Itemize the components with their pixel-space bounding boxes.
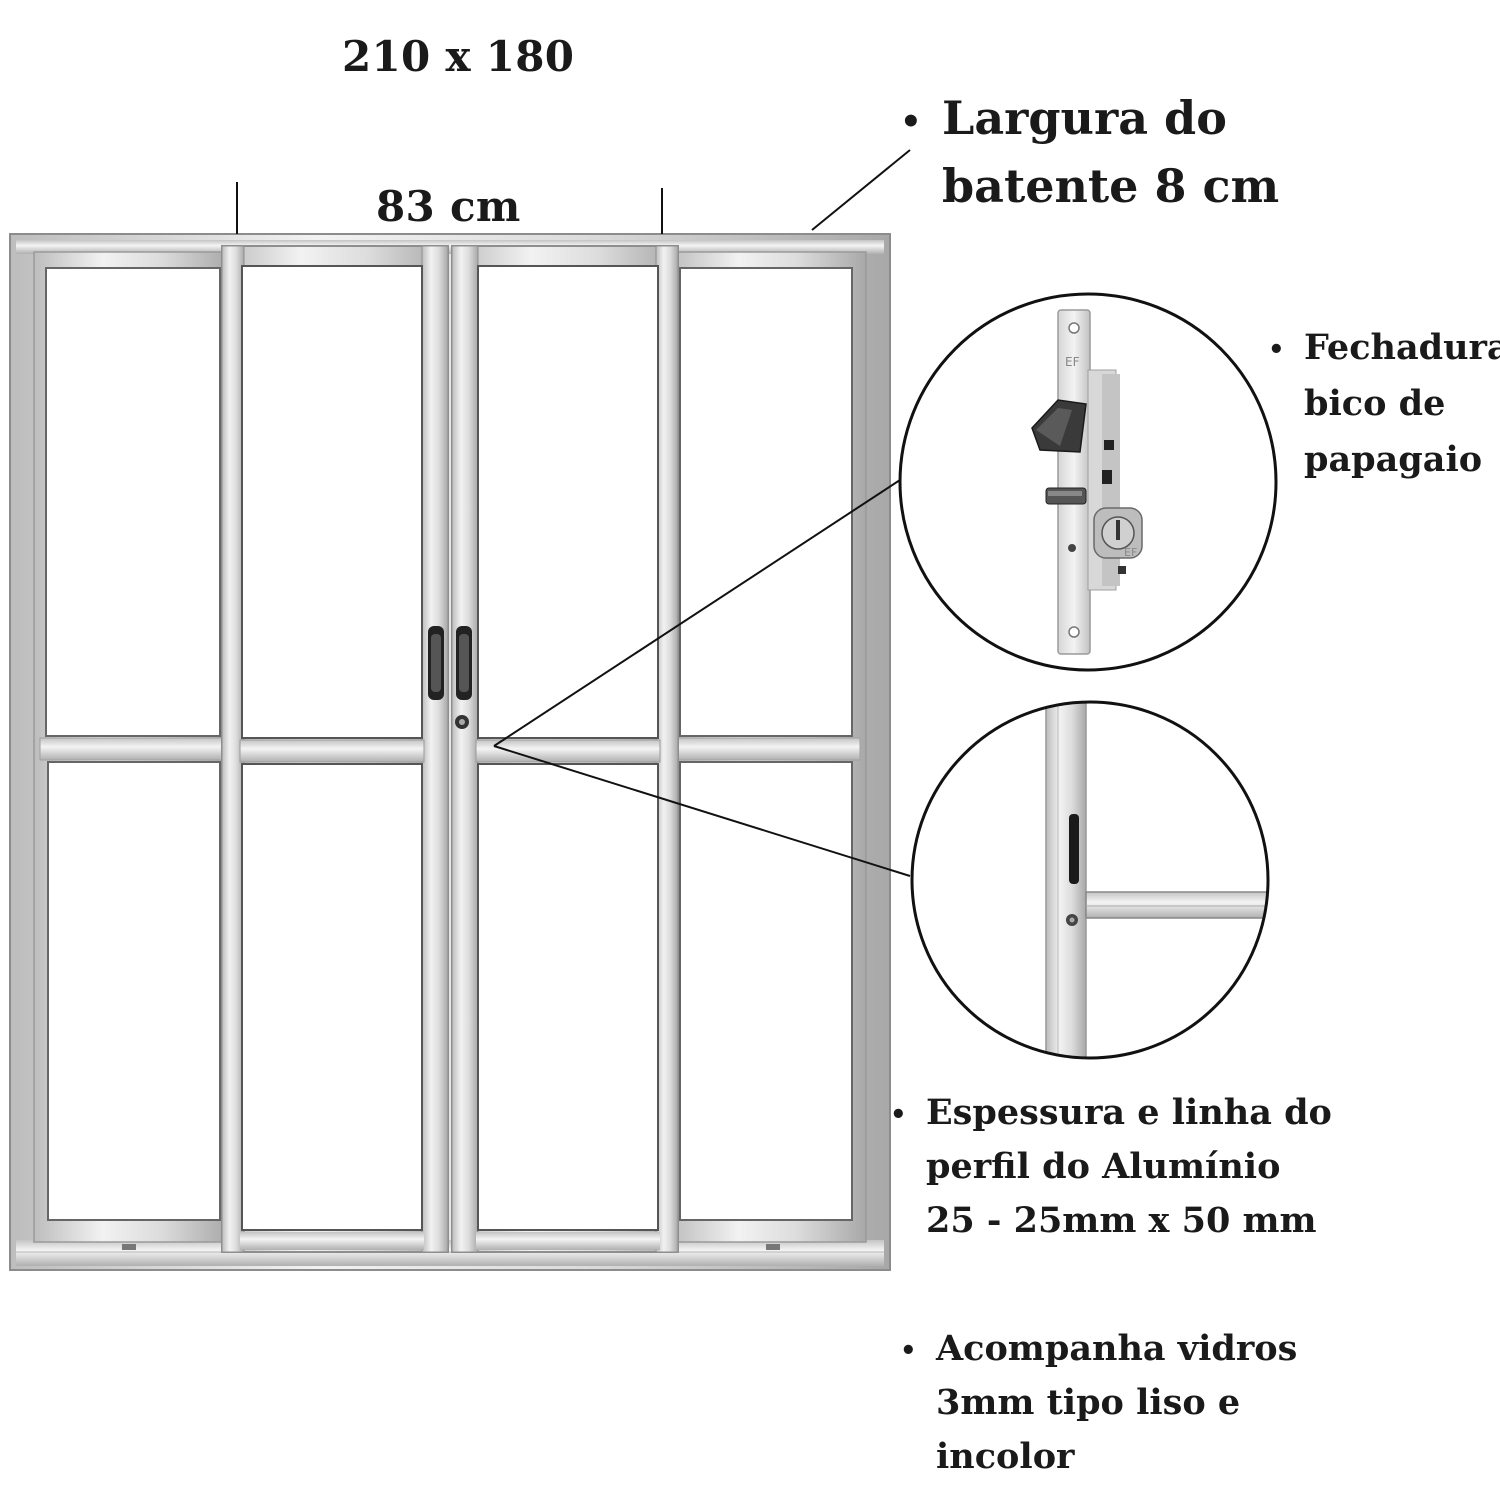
- leader-line: [493, 479, 901, 747]
- glass-pane: [477, 763, 659, 1231]
- callout-line: Fechadura: [1304, 327, 1500, 368]
- glass-pane: [679, 761, 853, 1221]
- lock-brand-mark: EF: [1124, 546, 1137, 559]
- callout-line: 3mm tipo liso e: [936, 1382, 1241, 1423]
- handle-icon: [428, 626, 444, 700]
- handle-icon: [456, 626, 472, 700]
- bullet-icon: •: [1268, 335, 1285, 365]
- callout-line: Largura do: [942, 91, 1227, 145]
- leader-line: [811, 149, 911, 231]
- glass-pane: [45, 267, 221, 737]
- door-frame: [9, 233, 891, 1271]
- callout-line: papagaio: [1304, 439, 1483, 480]
- callout-line: incolor: [936, 1436, 1075, 1477]
- profile-detail-circle: [910, 700, 1270, 1060]
- leader-line: [493, 745, 911, 877]
- bullet-icon: •: [900, 102, 922, 142]
- glass-pane: [241, 763, 423, 1231]
- lock-brand-mark: EF: [1065, 355, 1080, 369]
- glass-pane: [241, 265, 423, 739]
- callout-line: 25 - 25mm x 50 mm: [926, 1200, 1317, 1241]
- callout-line: bico de: [1304, 383, 1446, 424]
- bullet-icon: •: [890, 1100, 907, 1130]
- callout-vidros: • Acompanha vidros 3mm tipo liso e incol…: [900, 1322, 1297, 1484]
- callout-line: batente 8 cm: [942, 159, 1280, 213]
- glass-pane: [477, 265, 659, 739]
- keyhole-icon: [455, 715, 469, 729]
- callout-line: Acompanha vidros: [936, 1328, 1298, 1369]
- bullet-icon: •: [900, 1336, 917, 1366]
- callout-line: perfil do Alumínio: [926, 1146, 1281, 1187]
- leaf-width-label: 83 cm: [376, 182, 521, 231]
- callout-perfil: • Espessura e linha do perfil do Alumíni…: [890, 1086, 1332, 1248]
- callout-line: Espessura e linha do: [926, 1092, 1332, 1133]
- callout-batente: • Largura do batente 8 cm: [900, 84, 1279, 220]
- glass-pane: [47, 761, 221, 1221]
- callout-fechadura: • Fechadura bico de papagaio: [1268, 320, 1500, 488]
- glass-pane: [679, 267, 853, 737]
- overall-dimensions-label: 210 x 180: [342, 32, 575, 81]
- lock-detail-circle: EF EF: [898, 292, 1278, 672]
